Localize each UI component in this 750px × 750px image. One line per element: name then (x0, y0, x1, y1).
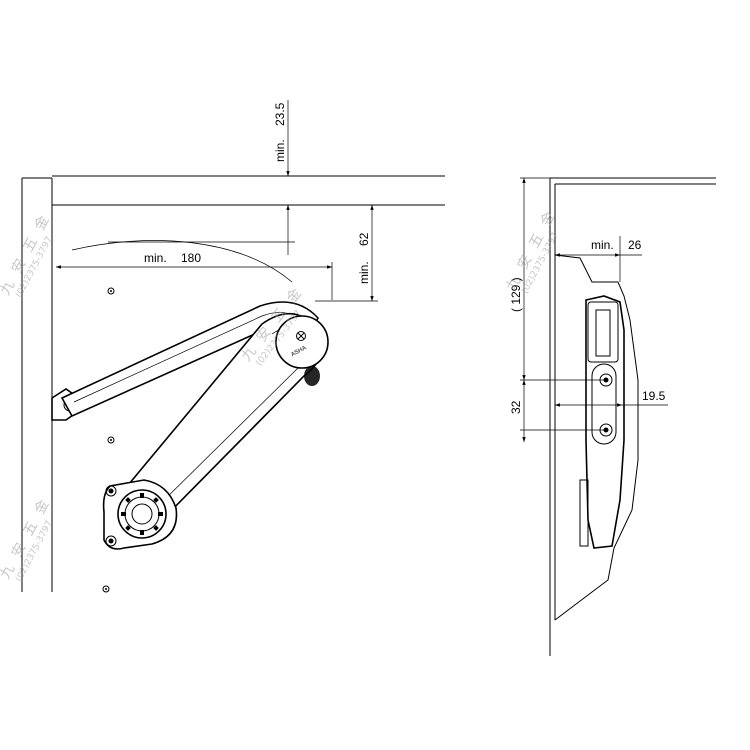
dim-min-label: min. (591, 238, 614, 252)
pivot-hub: ASHA (275, 315, 329, 386)
dim-min-label: min. (273, 139, 287, 162)
dim-23-5-value: 23.5 (273, 102, 287, 126)
watermark: 九 安 五 金 (02)2375-3797 (0, 495, 55, 584)
dimension-min-26: min. 26 (555, 236, 642, 282)
screw-hole (102, 585, 110, 593)
mounting-holes (102, 287, 115, 593)
dim-min-label: min. (357, 261, 371, 284)
spring-gear (117, 489, 167, 539)
screw-hole (107, 287, 115, 295)
dim-19-5-value: 19.5 (642, 389, 666, 403)
dimension-min-180: min. 180 (56, 251, 333, 300)
dimension-min-62: min. 62 (315, 204, 378, 302)
watermark: 九 安 五 金 (02)2375-3797 (0, 211, 55, 300)
cabinet-side-panel (21, 177, 53, 592)
dim-min-label: min. (144, 251, 167, 265)
dimension-19-5: 19.5 (555, 389, 668, 407)
side-view: ( 129 ) 32 min. 26 19.5 (509, 177, 716, 656)
dimension-min-23-5: min. 23.5 (273, 100, 290, 255)
dimension-129: ( 129 ) (509, 177, 606, 381)
dim-32-value: 32 (509, 400, 523, 414)
screw-hole (107, 436, 115, 444)
dim-26-value: 26 (628, 238, 642, 252)
front-view: min. 23.5 min. 62 min. 180 (21, 100, 445, 593)
side-housing (554, 254, 639, 621)
cabinet-top-panel (52, 175, 445, 206)
dim-180-value: 180 (181, 251, 201, 265)
watermark: 九 安 五 金 (02)2375-3797 (503, 207, 560, 296)
dimension-32: 32 (509, 380, 606, 442)
dim-129-value: ( 129 ) (509, 277, 523, 312)
base-mechanism (102, 479, 178, 550)
dim-62-value: 62 (357, 232, 371, 246)
